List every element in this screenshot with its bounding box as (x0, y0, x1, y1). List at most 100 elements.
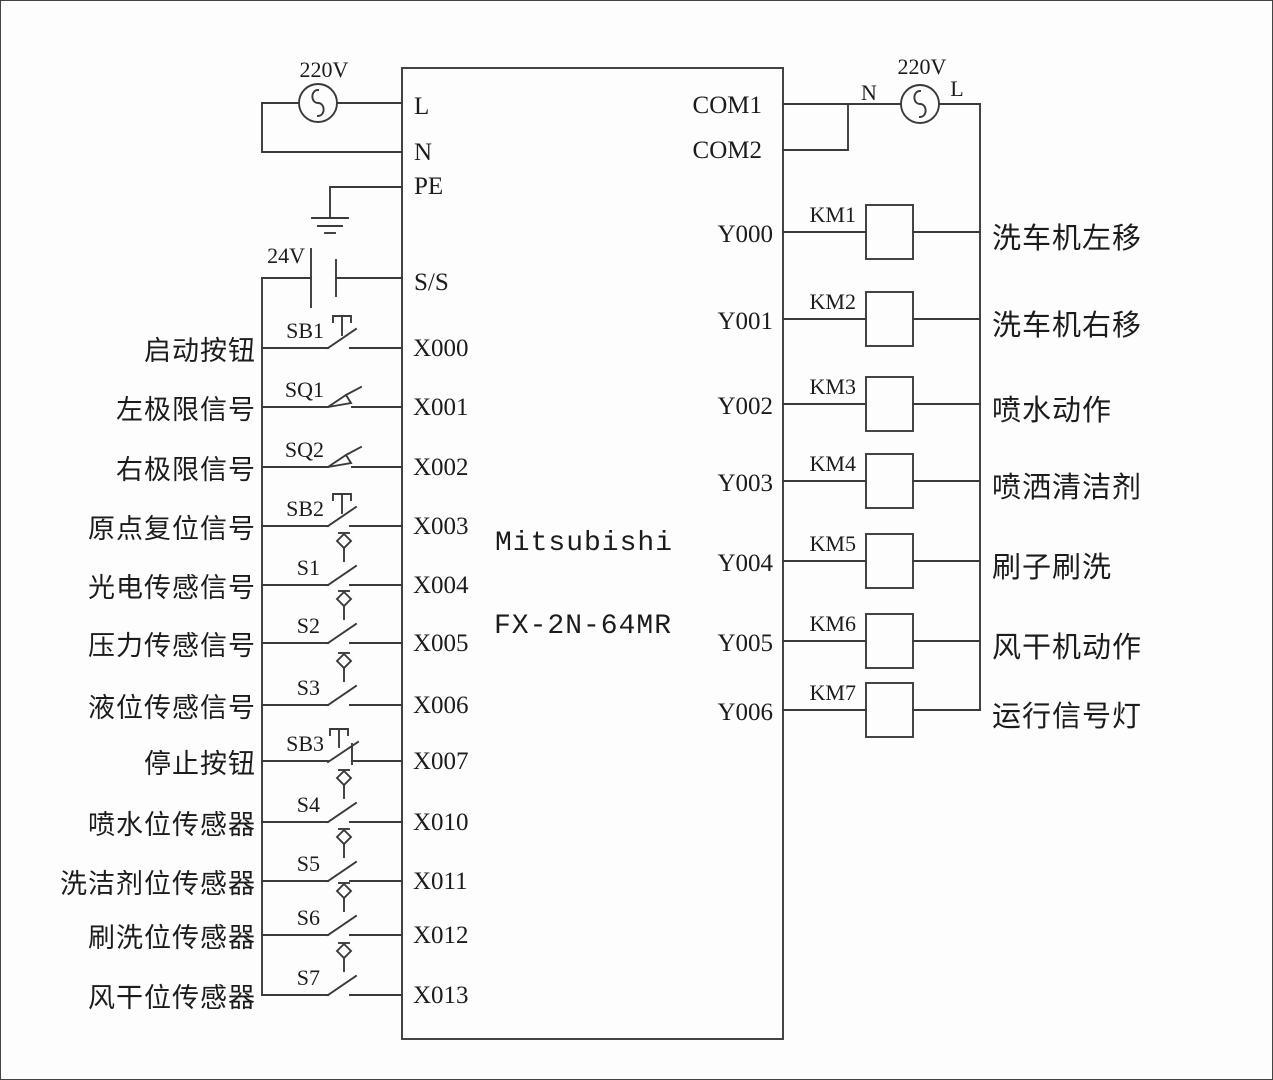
plc-left-terminals: L N PE S/S (414, 93, 449, 296)
plc-brand: Mitsubishi (495, 528, 673, 559)
input-terminal: X000 (413, 335, 469, 362)
wire-pe (329, 186, 403, 219)
pushbutton-nc-icon (327, 728, 359, 765)
input-terminal: X003 (413, 513, 469, 540)
output-coil-label: KM4 (810, 451, 856, 476)
contactor-coil-icon (865, 533, 914, 589)
contactor-coil-icon (865, 376, 914, 432)
output-terminal: Y001 (717, 308, 773, 335)
input-device: S2 (297, 613, 320, 638)
sensor-switch-icon (327, 590, 357, 644)
output-label: 喷水动作 (992, 394, 1112, 427)
input-device: SQ2 (285, 437, 324, 462)
contactor-coil-icon (865, 204, 914, 260)
limit-switch-icon (327, 386, 362, 408)
input-label: 启动按钮 (144, 336, 256, 366)
input-device: SB1 (286, 318, 324, 343)
input-row-x002: 右极限信号 SQ2 X002 (116, 437, 469, 485)
output-row-y004: Y004 KM5 刷子刷洗 (717, 531, 1112, 589)
output-coil-label: KM1 (810, 202, 856, 227)
wire-n (261, 102, 403, 153)
output-terminal: Y004 (717, 550, 773, 577)
input-terminal: X011 (413, 868, 468, 895)
ac-right-voltage-label: 220V (898, 54, 947, 79)
contactor-coil-icon (865, 613, 914, 669)
contactor-coil-icon (865, 682, 914, 738)
input-label: 洗洁剂位传感器 (60, 869, 256, 899)
sensor-switch-icon (327, 882, 357, 936)
input-row-x013: 风干位传感器 S7 X013 (88, 942, 469, 1013)
input-row-x003: 原点复位信号 SB2 X003 (88, 493, 469, 544)
input-label: 风干位传感器 (88, 983, 256, 1013)
sensor-switch-icon (327, 942, 357, 996)
input-device: SB2 (286, 496, 324, 521)
output-label: 运行信号灯 (992, 700, 1142, 733)
input-row-x007: 停止按钮 SB3 X007 (144, 728, 469, 779)
dc-supply: 24V (261, 243, 403, 996)
input-device: SB3 (286, 731, 324, 756)
output-label: 刷子刷洗 (992, 551, 1112, 584)
input-device: SQ1 (285, 377, 324, 402)
sensor-switch-icon (327, 828, 357, 882)
input-row-x001: 左极限信号 SQ1 X001 (116, 377, 469, 425)
terminal-pe: PE (414, 173, 443, 200)
input-label: 停止按钮 (144, 749, 256, 779)
output-coil-label: KM2 (810, 289, 856, 314)
output-terminal: Y003 (717, 470, 773, 497)
output-coil-label: KM6 (810, 611, 856, 636)
ac-source-icon (298, 83, 338, 123)
sensor-switch-icon (327, 532, 357, 586)
input-row-x005: 压力传感信号 S2 X005 (88, 590, 469, 661)
input-label: 压力传感信号 (88, 631, 256, 661)
input-terminal: X010 (413, 809, 469, 836)
input-row-x010: 喷水位传感器 S4 X010 (88, 769, 469, 840)
output-terminal: Y002 (717, 393, 773, 420)
input-label: 刷洗位传感器 (88, 923, 256, 953)
sensor-switch-icon (327, 652, 357, 706)
terminal-com1: COM1 (693, 92, 762, 119)
input-terminal: X001 (413, 394, 469, 421)
input-label: 原点复位信号 (88, 514, 256, 544)
ac-right-line-label: L (950, 76, 963, 101)
input-device: S3 (297, 675, 320, 700)
plc-body: Mitsubishi FX-2N-64MR (401, 67, 784, 1040)
input-terminal: X005 (413, 630, 469, 657)
pe-ground (311, 186, 403, 234)
pushbutton-no-icon (327, 493, 357, 527)
output-coil-label: KM5 (810, 531, 856, 556)
plc-outline (401, 67, 784, 1040)
limit-switch-icon (327, 446, 362, 468)
ground-icon (311, 217, 349, 234)
input-terminal: X013 (413, 982, 469, 1009)
output-label: 喷洒清洁剂 (992, 471, 1142, 504)
output-row-y000: Y000 KM1 洗车机左移 (717, 202, 1142, 260)
input-device: S6 (297, 905, 320, 930)
output-terminal: Y000 (717, 221, 773, 248)
output-row-y001: Y001 KM2 洗车机右移 (717, 289, 1142, 347)
sensor-switch-icon (327, 769, 357, 823)
output-label: 洗车机右移 (992, 309, 1142, 342)
input-label: 光电传感信号 (88, 573, 256, 603)
pushbutton-no-icon (327, 315, 357, 349)
contactor-coil-icon (865, 291, 914, 347)
output-terminal: Y005 (717, 630, 773, 657)
input-terminal: X012 (413, 922, 469, 949)
output-label: 风干机动作 (992, 631, 1142, 664)
terminal-ss: S/S (414, 269, 449, 296)
output-row-y002: Y002 KM3 喷水动作 (717, 374, 1112, 432)
input-row-x006: 液位传感信号 S3 X006 (88, 652, 469, 723)
battery-icon (310, 248, 337, 308)
output-label: 洗车机左移 (992, 222, 1142, 255)
output-common: COM1 COM2 N 220V L (693, 54, 981, 711)
ac-supply-left: 220V (261, 57, 403, 153)
input-row-x004: 光电传感信号 S1 X004 (88, 532, 469, 603)
ac-left-voltage-label: 220V (300, 57, 349, 82)
terminal-com2: COM2 (693, 137, 762, 164)
ac-right-neutral-label: N (861, 80, 877, 105)
input-label: 右极限信号 (116, 455, 256, 485)
contactor-coil-icon (865, 453, 914, 509)
input-label: 左极限信号 (116, 395, 256, 425)
terminal-n: N (414, 139, 432, 166)
dc-voltage-label: 24V (267, 243, 305, 268)
